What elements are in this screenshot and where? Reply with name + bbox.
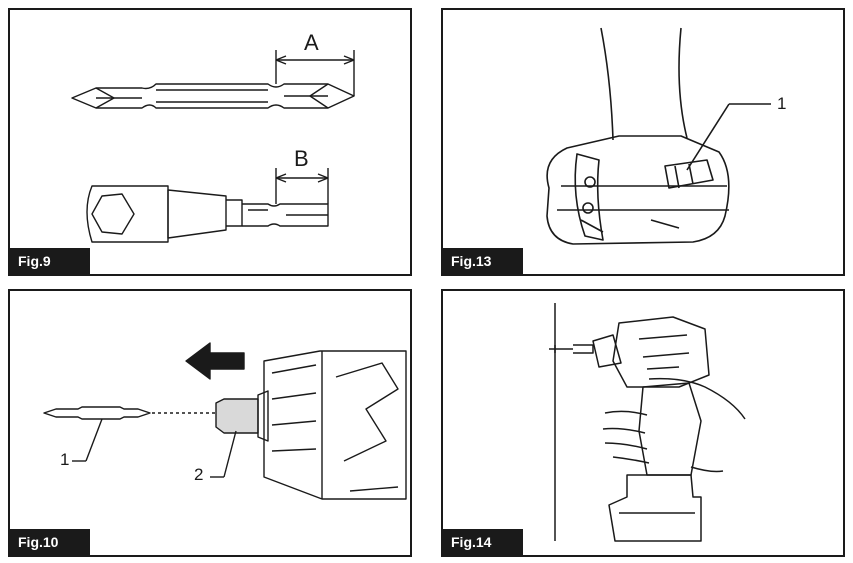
driving-screw-illustration <box>549 303 746 542</box>
callout-1: 1 <box>777 94 787 113</box>
dimension-b-label: B <box>294 146 309 171</box>
figure-14-panel: Fig.14 <box>441 289 845 557</box>
figure-label: Fig.9 <box>10 248 90 274</box>
double-ended-bit-and-socket-bit-illustration <box>71 50 355 243</box>
bit-holder-on-tool-illustration <box>546 27 771 245</box>
figure-10-panel: 1 2 Fig.10 <box>8 289 412 557</box>
figure-label: Fig.14 <box>443 529 523 555</box>
figure-label: Fig.13 <box>443 248 523 274</box>
figure-9-panel: A B Fig.9 <box>8 8 412 276</box>
dimension-a-label: A <box>304 30 319 55</box>
bit-insertion-illustration <box>43 342 407 500</box>
callout-1: 1 <box>60 450 70 469</box>
figure-13-panel: 1 Fig.13 <box>441 8 845 276</box>
figure-label: Fig.10 <box>10 529 90 555</box>
callout-2: 2 <box>194 465 204 484</box>
